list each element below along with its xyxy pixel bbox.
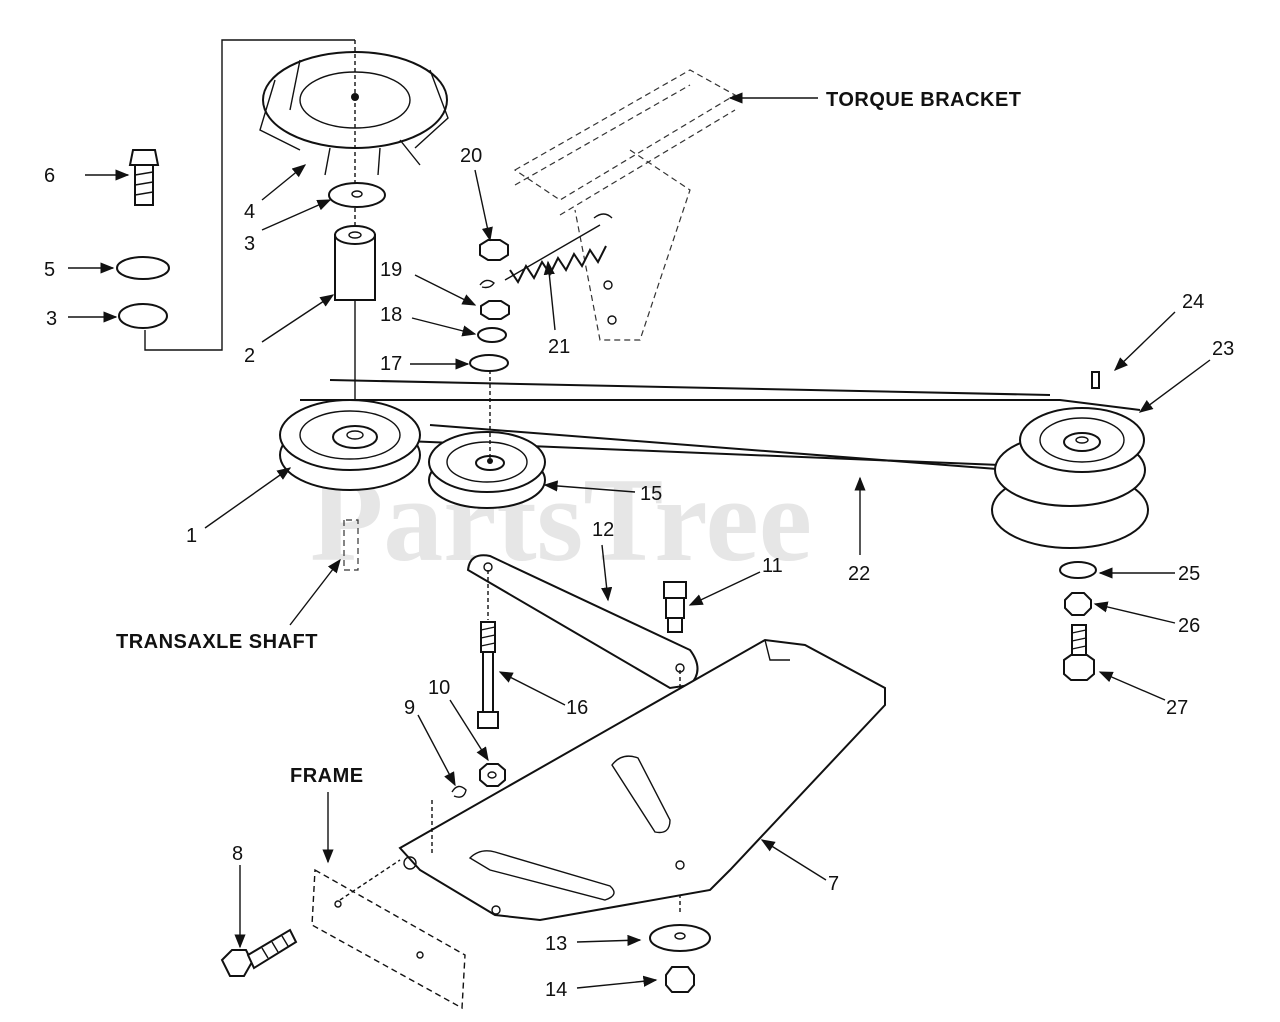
callout-3-upper: 3 bbox=[244, 233, 255, 255]
callout-9: 9 bbox=[404, 697, 415, 719]
spacer-2 bbox=[334, 225, 376, 301]
callout-24: 24 bbox=[1182, 291, 1204, 313]
nut-14 bbox=[665, 966, 695, 993]
callout-4: 4 bbox=[244, 201, 255, 223]
callout-10: 10 bbox=[428, 677, 450, 699]
callout-12: 12 bbox=[592, 519, 614, 541]
callout-27: 27 bbox=[1166, 697, 1188, 719]
callout-21: 21 bbox=[548, 336, 570, 358]
callout-16: 16 bbox=[566, 697, 588, 719]
label-transaxle-shaft: TRANSAXLE SHAFT bbox=[116, 631, 318, 653]
nut-26 bbox=[1064, 592, 1092, 616]
callout-18: 18 bbox=[380, 304, 402, 326]
transaxle-pulley-1 bbox=[279, 399, 421, 491]
washer-3-upper bbox=[328, 182, 386, 208]
callout-25: 25 bbox=[1178, 563, 1200, 585]
bolt-6 bbox=[128, 149, 160, 206]
callout-22: 22 bbox=[848, 563, 870, 585]
bracket-plate-7 bbox=[398, 638, 886, 922]
bolt-16 bbox=[477, 621, 499, 729]
callout-3-lower: 3 bbox=[46, 308, 57, 330]
callout-15: 15 bbox=[640, 483, 662, 505]
bolt-27 bbox=[1063, 624, 1095, 681]
washer-13 bbox=[649, 924, 711, 952]
spring-21 bbox=[504, 213, 613, 284]
washer-17 bbox=[469, 354, 509, 372]
nut-20 bbox=[479, 239, 509, 261]
label-frame: FRAME bbox=[290, 765, 364, 787]
callout-6: 6 bbox=[44, 165, 55, 187]
pulley-23 bbox=[991, 407, 1149, 549]
shoulder-bolt-11 bbox=[663, 581, 687, 633]
bolt-8 bbox=[220, 928, 298, 977]
callout-7: 7 bbox=[828, 873, 839, 895]
washer-3-lower bbox=[118, 303, 168, 329]
callout-13: 13 bbox=[545, 933, 567, 955]
callout-26: 26 bbox=[1178, 615, 1200, 637]
callout-17: 17 bbox=[380, 353, 402, 375]
callout-5: 5 bbox=[44, 259, 55, 281]
lock-washer-9 bbox=[451, 785, 467, 798]
nut-19 bbox=[480, 300, 510, 320]
fan-blade bbox=[259, 51, 449, 176]
drive-belt-22 bbox=[300, 379, 1141, 471]
washer-5 bbox=[116, 256, 170, 280]
frame-section bbox=[311, 868, 466, 1010]
callout-8: 8 bbox=[232, 843, 243, 865]
transaxle-shaft bbox=[343, 519, 359, 571]
callout-2: 2 bbox=[244, 345, 255, 367]
torque-bracket bbox=[513, 69, 737, 341]
callout-11: 11 bbox=[762, 555, 783, 577]
callout-19: 19 bbox=[380, 259, 402, 281]
callout-14: 14 bbox=[545, 979, 567, 1001]
label-torque-bracket: TORQUE BRACKET bbox=[826, 89, 1022, 111]
leader-arrows bbox=[68, 92, 1211, 989]
callout-23: 23 bbox=[1212, 338, 1234, 360]
fan-assembly-leader bbox=[144, 39, 355, 351]
washer-25 bbox=[1059, 561, 1097, 579]
idler-pulley-15 bbox=[428, 431, 546, 509]
callout-20: 20 bbox=[460, 145, 482, 167]
callout-1: 1 bbox=[186, 525, 197, 547]
e-clip bbox=[479, 279, 495, 289]
washer-18 bbox=[477, 327, 507, 343]
key-24 bbox=[1091, 371, 1100, 389]
nut-10 bbox=[479, 763, 506, 787]
